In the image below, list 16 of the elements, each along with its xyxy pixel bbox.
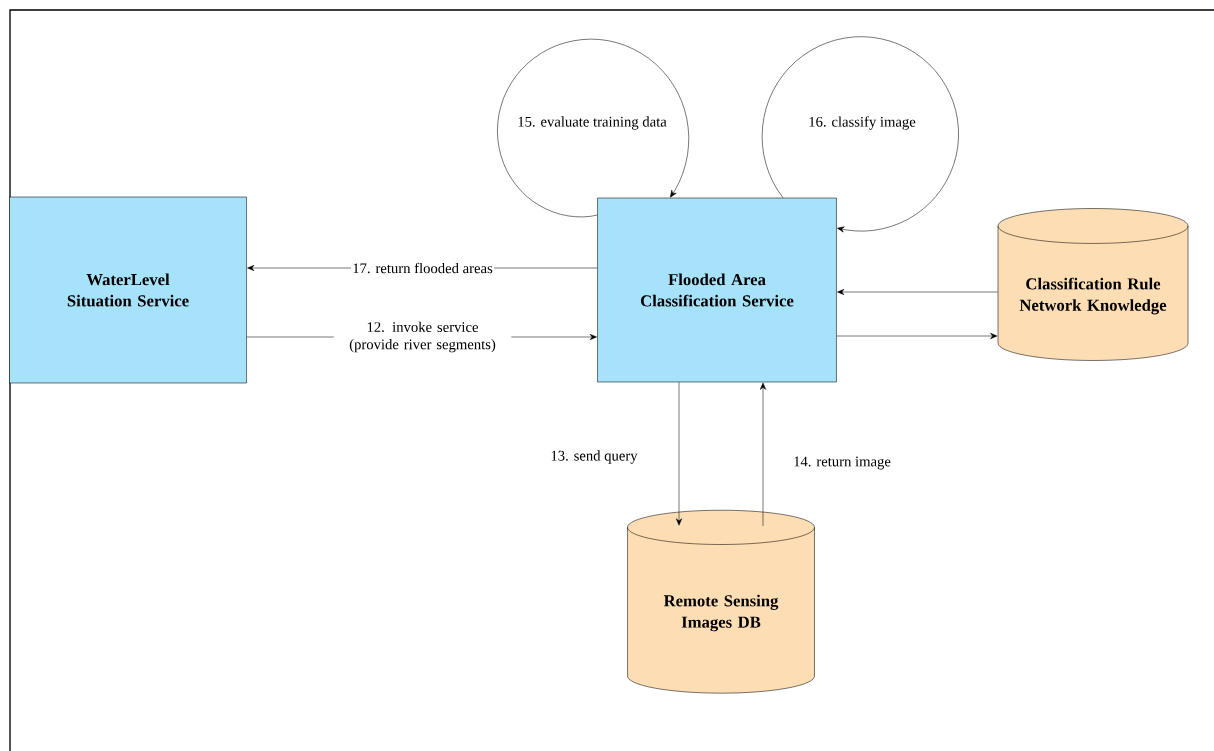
- service-box: WaterLevel Situation Service: [9, 196, 247, 384]
- edge-label: 16. classify image: [809, 116, 916, 130]
- arrow: [760, 382, 766, 527]
- arrow: [676, 382, 682, 526]
- arrow: [837, 289, 998, 295]
- service-box: Flooded Area Classification Service: [597, 197, 837, 383]
- edge-label: 13. send query: [551, 450, 638, 464]
- database-cylinder: Remote Sensing Images DB: [627, 509, 815, 694]
- arrow: [761, 36, 959, 233]
- arrow: [836, 333, 998, 339]
- edge-label: 17. return flooded areas: [350, 261, 495, 275]
- edge-label: 14. return image: [794, 456, 891, 470]
- arrow: [497, 38, 690, 218]
- database-cylinder: Classification Rule Network Knowledge: [997, 208, 1189, 361]
- edge-label: 15. evaluate training data: [518, 116, 667, 130]
- edge-label: 12. invoke service (provide river segments): [333, 320, 512, 354]
